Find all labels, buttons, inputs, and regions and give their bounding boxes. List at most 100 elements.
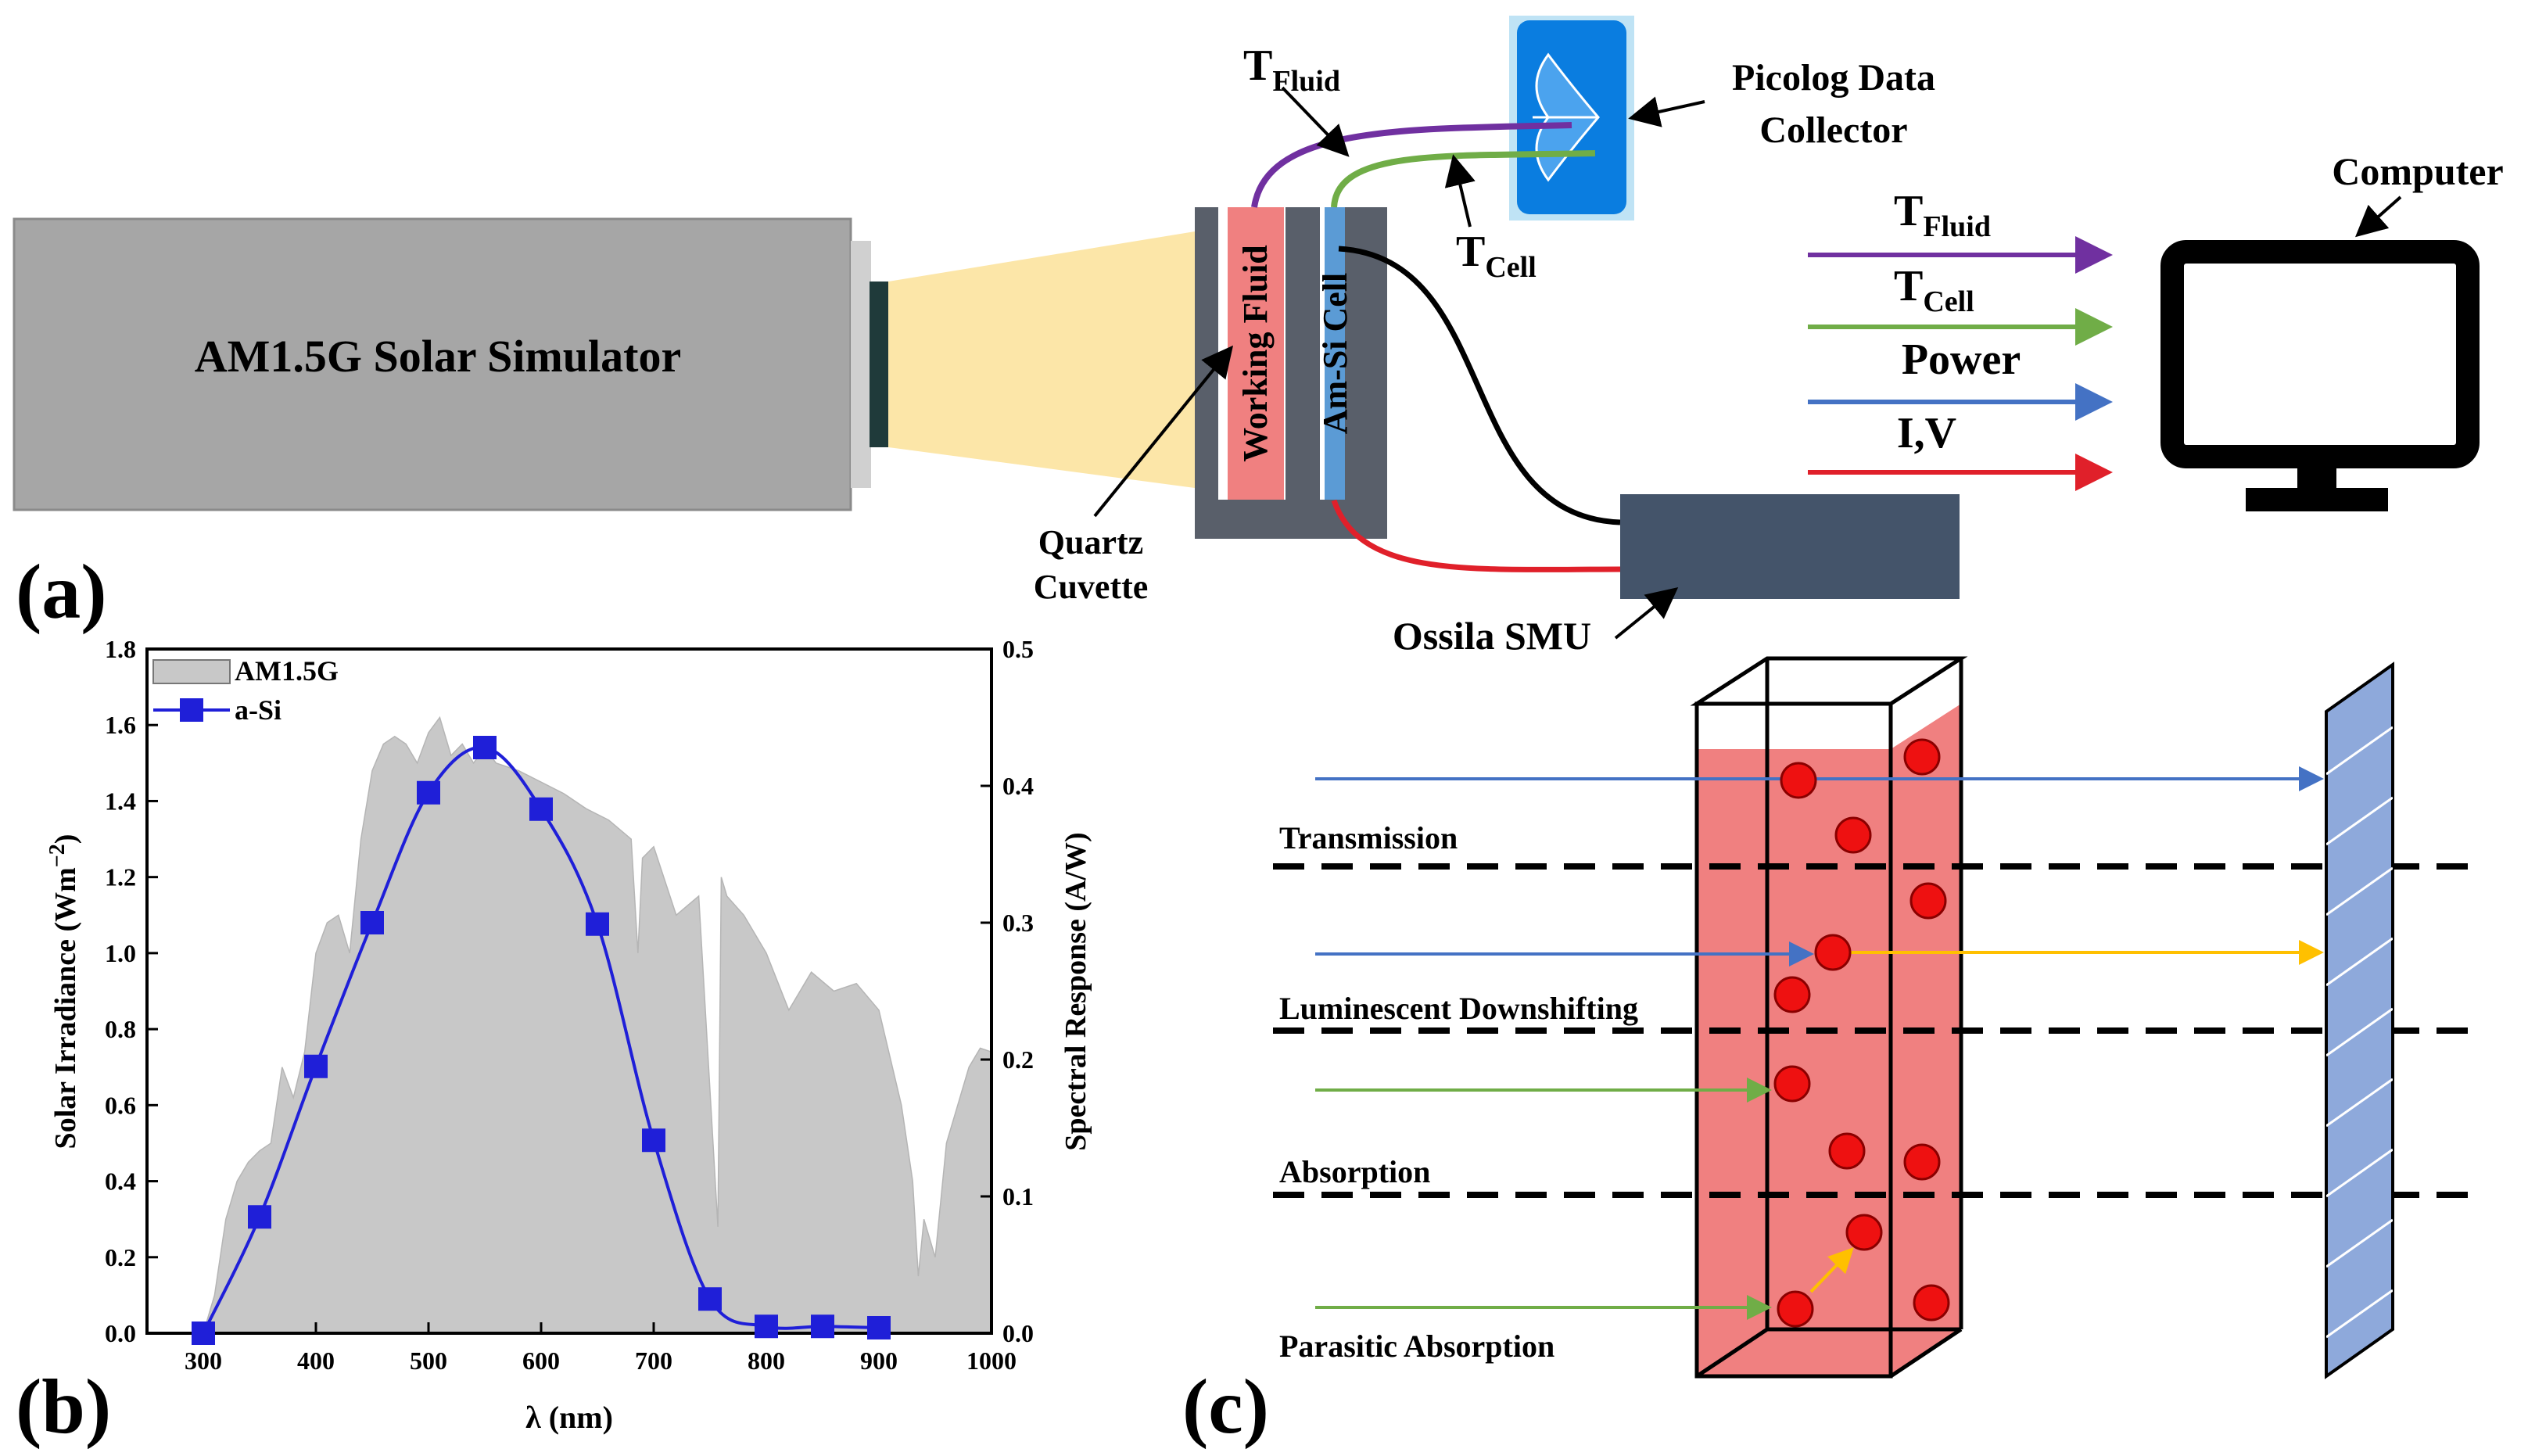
- t-fluid-pointer: [1281, 86, 1350, 157]
- legend-marker-asi: [180, 698, 203, 722]
- panel-a-label: (a): [16, 548, 107, 635]
- t-cell-main: T: [1456, 228, 1485, 276]
- particle: [1777, 1290, 1814, 1328]
- chart-line-layer: [192, 736, 891, 1345]
- solar-simulator-flange: [851, 241, 871, 488]
- simulator-label: AM1.5G Solar Simulator: [195, 331, 681, 382]
- quartz-label-1: Quartz: [1038, 523, 1143, 561]
- rays: [1315, 766, 2324, 1320]
- smu-red-wire: [1331, 499, 1621, 572]
- legend-label-asi: a-Si: [235, 694, 281, 726]
- row-label-downshifting: Luminescent Downshifting: [1279, 991, 1638, 1026]
- y-tick-label-right: 0.4: [1002, 772, 1034, 800]
- picolog-pointer: [1628, 96, 1705, 127]
- particle: [1903, 1143, 1941, 1181]
- particle: [1780, 762, 1817, 799]
- solar-simulator-lens: [870, 282, 888, 447]
- signal-label-t-cell: TCell: [1894, 262, 1974, 318]
- panel-c-label: (c): [1182, 1363, 1269, 1450]
- particle: [1773, 976, 1811, 1013]
- quartz-pointer: [1093, 345, 1234, 518]
- particle: [1909, 882, 1947, 920]
- x-tick-label: 500: [410, 1347, 447, 1375]
- series-asi-marker: [192, 1322, 215, 1345]
- y-axis-left-title-sup: −2: [45, 844, 70, 867]
- absorber-panel-hatching: [2326, 726, 2393, 1339]
- picolog-label-1: Picolog Data: [1732, 57, 1935, 99]
- cuvette-box-outline: [1690, 656, 1968, 1379]
- row-separators: [1273, 863, 2480, 1198]
- y-tick-label-left: 0.2: [105, 1243, 136, 1271]
- y-tick-label-left: 0.8: [105, 1015, 136, 1043]
- y-tick-label-right: 0.2: [1002, 1045, 1034, 1074]
- series-asi-marker: [755, 1314, 778, 1339]
- t-fluid-wire: [1251, 122, 1572, 208]
- x-axis-title: λ (nm): [525, 1400, 613, 1435]
- cuvette-liquid: [1697, 704, 1961, 1376]
- chart-axes: [145, 647, 993, 1335]
- particle: [1773, 1065, 1811, 1103]
- series-am15g-area: [181, 715, 992, 1334]
- y-tick-label-right: 0.5: [1002, 635, 1034, 663]
- am-si-cell: [1325, 207, 1345, 500]
- y-tick-label-left: 0.4: [105, 1167, 136, 1196]
- row-label-absorption: Absorption: [1279, 1154, 1430, 1189]
- row-label-transmission: Transmission: [1279, 820, 1458, 855]
- series-asi-marker: [811, 1314, 834, 1339]
- legend-label-am15g: AM1.5G: [235, 655, 339, 687]
- panel-b-label: (b): [16, 1363, 111, 1450]
- signal-t-cell-main: T: [1894, 262, 1923, 310]
- panel-c: Transmission Luminescent Downshifting Ab…: [1182, 656, 2480, 1450]
- solar-simulator-body: [13, 217, 852, 511]
- y-axis-left-title-end: ): [49, 834, 82, 845]
- y-tick-label-right: 0.0: [1002, 1319, 1034, 1347]
- y-tick-label-left: 1.8: [105, 635, 136, 663]
- t-fluid-sub: Fluid: [1272, 65, 1340, 98]
- working-fluid: [1228, 207, 1284, 500]
- signal-arrows: TFluid TCell Power I,V: [1808, 187, 2113, 491]
- picolog-label-2: Collector: [1759, 109, 1907, 151]
- series-asi-marker: [304, 1054, 328, 1078]
- signal-label-iv: I,V: [1897, 409, 1956, 457]
- series-asi-marker: [473, 736, 497, 759]
- y-tick-label-right: 0.3: [1002, 909, 1034, 937]
- signal-label-t-fluid: TFluid: [1894, 187, 1991, 243]
- particle: [1845, 1214, 1883, 1251]
- particle: [1814, 934, 1852, 971]
- y-tick-label-right: 0.1: [1002, 1182, 1034, 1210]
- y-tick-label-left: 1.0: [105, 939, 136, 967]
- series-asi-marker: [360, 911, 384, 934]
- series-asi-line: [202, 745, 880, 1334]
- series-asi-marker: [417, 780, 440, 805]
- ray-parasitic-reemit: [1809, 1247, 1854, 1293]
- t-fluid-label: TFluid: [1243, 41, 1340, 98]
- signal-t-fluid-sub: Fluid: [1923, 210, 1991, 243]
- computer-icon: [2160, 240, 2480, 511]
- t-cell-label: TCell: [1456, 228, 1537, 284]
- y-tick-label-left: 1.2: [105, 863, 136, 891]
- y-axis-right-title: Spectral Response (A/W): [1060, 832, 1092, 1150]
- series-asi-marker: [698, 1287, 722, 1311]
- t-cell-wire: [1331, 150, 1596, 208]
- chart-legend: AM1.5G a-Si: [152, 655, 339, 726]
- particles: [1773, 738, 1950, 1328]
- quartz-label-2: Cuvette: [1034, 568, 1149, 606]
- x-tick-label: 900: [860, 1347, 898, 1375]
- signal-t-cell-sub: Cell: [1923, 285, 1974, 318]
- y-tick-label-left: 0.0: [105, 1319, 136, 1347]
- particle: [1913, 1284, 1950, 1322]
- series-asi-marker: [529, 797, 553, 821]
- t-cell-pointer: [1444, 154, 1476, 228]
- y-tick-label-left: 1.6: [105, 711, 136, 739]
- particle: [1834, 816, 1872, 854]
- series-asi-marker: [867, 1316, 891, 1339]
- y-tick-label-left: 0.6: [105, 1091, 136, 1119]
- light-beam: [888, 231, 1195, 488]
- x-tick-label: 400: [297, 1347, 335, 1375]
- x-tick-label: 1000: [966, 1347, 1017, 1375]
- y-axis-left-title-main: Solar Irradiance (Wm: [49, 867, 82, 1149]
- x-tick-label: 700: [635, 1347, 672, 1375]
